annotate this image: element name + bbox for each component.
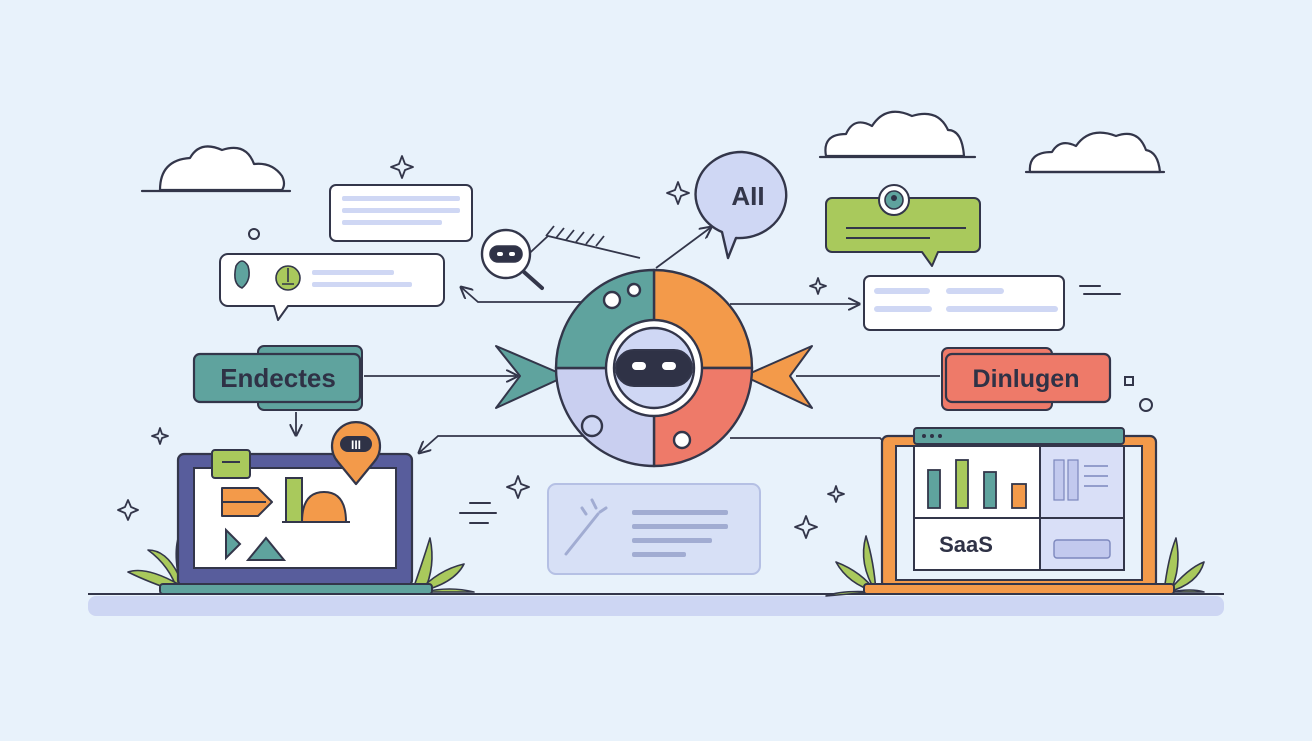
ai-speech-bubble: AII [694, 150, 788, 260]
motion-lines [459, 285, 1121, 524]
right-tag: Dinlugen [941, 347, 1112, 411]
connectors [296, 226, 940, 452]
text-card-top [329, 184, 473, 242]
left-laptop [159, 449, 433, 595]
decor-circles [248, 228, 1153, 412]
central-hub [554, 268, 754, 468]
speech-card-left [219, 253, 445, 321]
cloud-icon [1024, 131, 1166, 174]
cloud-icon [140, 145, 292, 193]
ai-bubble-label: AII [731, 181, 764, 211]
left-tag: Endectes [192, 345, 363, 411]
speech-card-green [825, 184, 981, 267]
saas-label: SaaS [939, 532, 993, 557]
right-tag-label: Dinlugen [973, 365, 1080, 393]
left-tag-label: Endectes [220, 363, 336, 393]
ground [88, 593, 1224, 616]
robot-magnifier-icon [480, 228, 544, 290]
location-pin-icon: III [330, 421, 382, 486]
right-laptop: SaaS [863, 427, 1175, 595]
left-arrowhead [495, 345, 567, 409]
cloud-icon [818, 110, 977, 159]
device-badge: III [351, 438, 361, 452]
sparkle-icon [117, 155, 845, 539]
right-arrowhead [743, 345, 813, 409]
faded-card [547, 483, 761, 575]
robot-face-icon [615, 349, 693, 387]
magic-wand-icon [564, 498, 608, 556]
text-card-right [863, 275, 1065, 331]
